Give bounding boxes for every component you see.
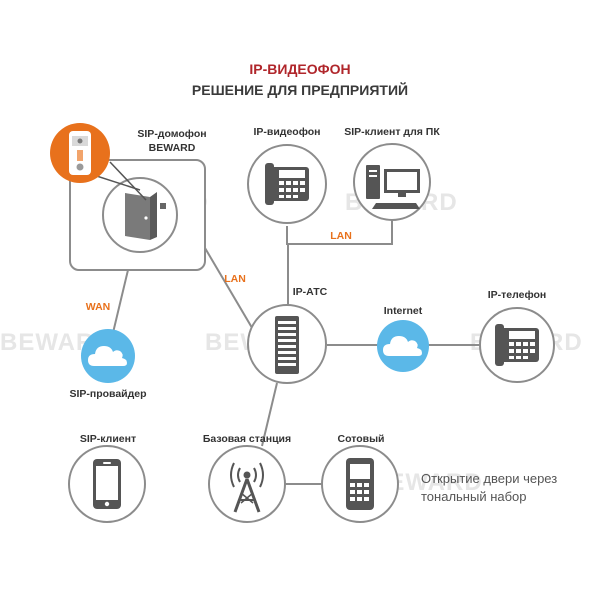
link-lan-top xyxy=(286,220,393,245)
sip-client-label: SIP-клиент xyxy=(80,433,136,445)
intercom-panel-icon xyxy=(69,131,91,175)
door-icon xyxy=(125,192,166,240)
wan-label: WAN xyxy=(86,301,111,313)
cloud-icon xyxy=(383,336,422,356)
sip-provider-label: SIP-провайдер xyxy=(69,388,146,400)
connection-lines xyxy=(111,220,480,485)
callout-line-1 xyxy=(109,161,147,201)
mobile-phone-icon xyxy=(346,458,374,510)
ip-pbx-label: IP-АТС xyxy=(293,286,328,298)
node-base-station: Базовая станция xyxy=(203,433,291,523)
link-door-provider xyxy=(111,269,129,338)
node-sip-client: SIP-клиент xyxy=(68,433,146,523)
node-ip-pbx: IP-АТС xyxy=(247,286,328,384)
title-line1: IP-ВИДЕОФОН xyxy=(249,61,350,77)
lan-label-top: LAN xyxy=(330,230,352,242)
cellular-label: Сотовый xyxy=(337,433,384,445)
cloud-icon xyxy=(88,346,127,366)
smartphone-icon xyxy=(93,459,121,509)
note-line1: Открытие двери через xyxy=(421,471,557,486)
ip-phone-label: IP-телефон xyxy=(488,289,547,301)
node-cellular: Сотовый xyxy=(321,433,399,523)
node-internet: Internet xyxy=(377,305,429,372)
internet-label: Internet xyxy=(384,305,423,317)
ip-videophone-label: IP-видеофон xyxy=(253,126,320,138)
link-pbx-base xyxy=(261,382,278,447)
antenna-tower-icon xyxy=(230,462,264,513)
server-icon xyxy=(275,316,299,374)
desk-phone-icon xyxy=(495,324,539,366)
note-line2: тональный набор xyxy=(421,489,527,504)
computer-icon xyxy=(366,165,420,209)
lan-label-mid: LAN xyxy=(224,273,246,285)
link-door-pbx xyxy=(204,247,259,339)
door-station-label-2: BEWARD xyxy=(149,142,196,154)
title-line2: РЕШЕНИЕ ДЛЯ ПРЕДПРИЯТИЙ xyxy=(192,81,408,98)
node-door-station: SIP-домофон BEWARD xyxy=(50,123,207,271)
desk-phone-icon xyxy=(265,163,309,205)
node-ip-phone: IP-телефон xyxy=(479,289,555,383)
node-sip-provider: SIP-провайдер xyxy=(69,329,147,400)
sip-pc-client-label: SIP-клиент для ПК xyxy=(344,126,440,138)
door-station-label-1: SIP-домофон xyxy=(137,128,206,140)
node-ip-videophone: IP-видеофон xyxy=(247,126,327,224)
base-station-label: Базовая станция xyxy=(203,433,291,445)
node-sip-pc-client: SIP-клиент для ПК xyxy=(344,126,440,221)
base-station-circle xyxy=(208,445,286,523)
